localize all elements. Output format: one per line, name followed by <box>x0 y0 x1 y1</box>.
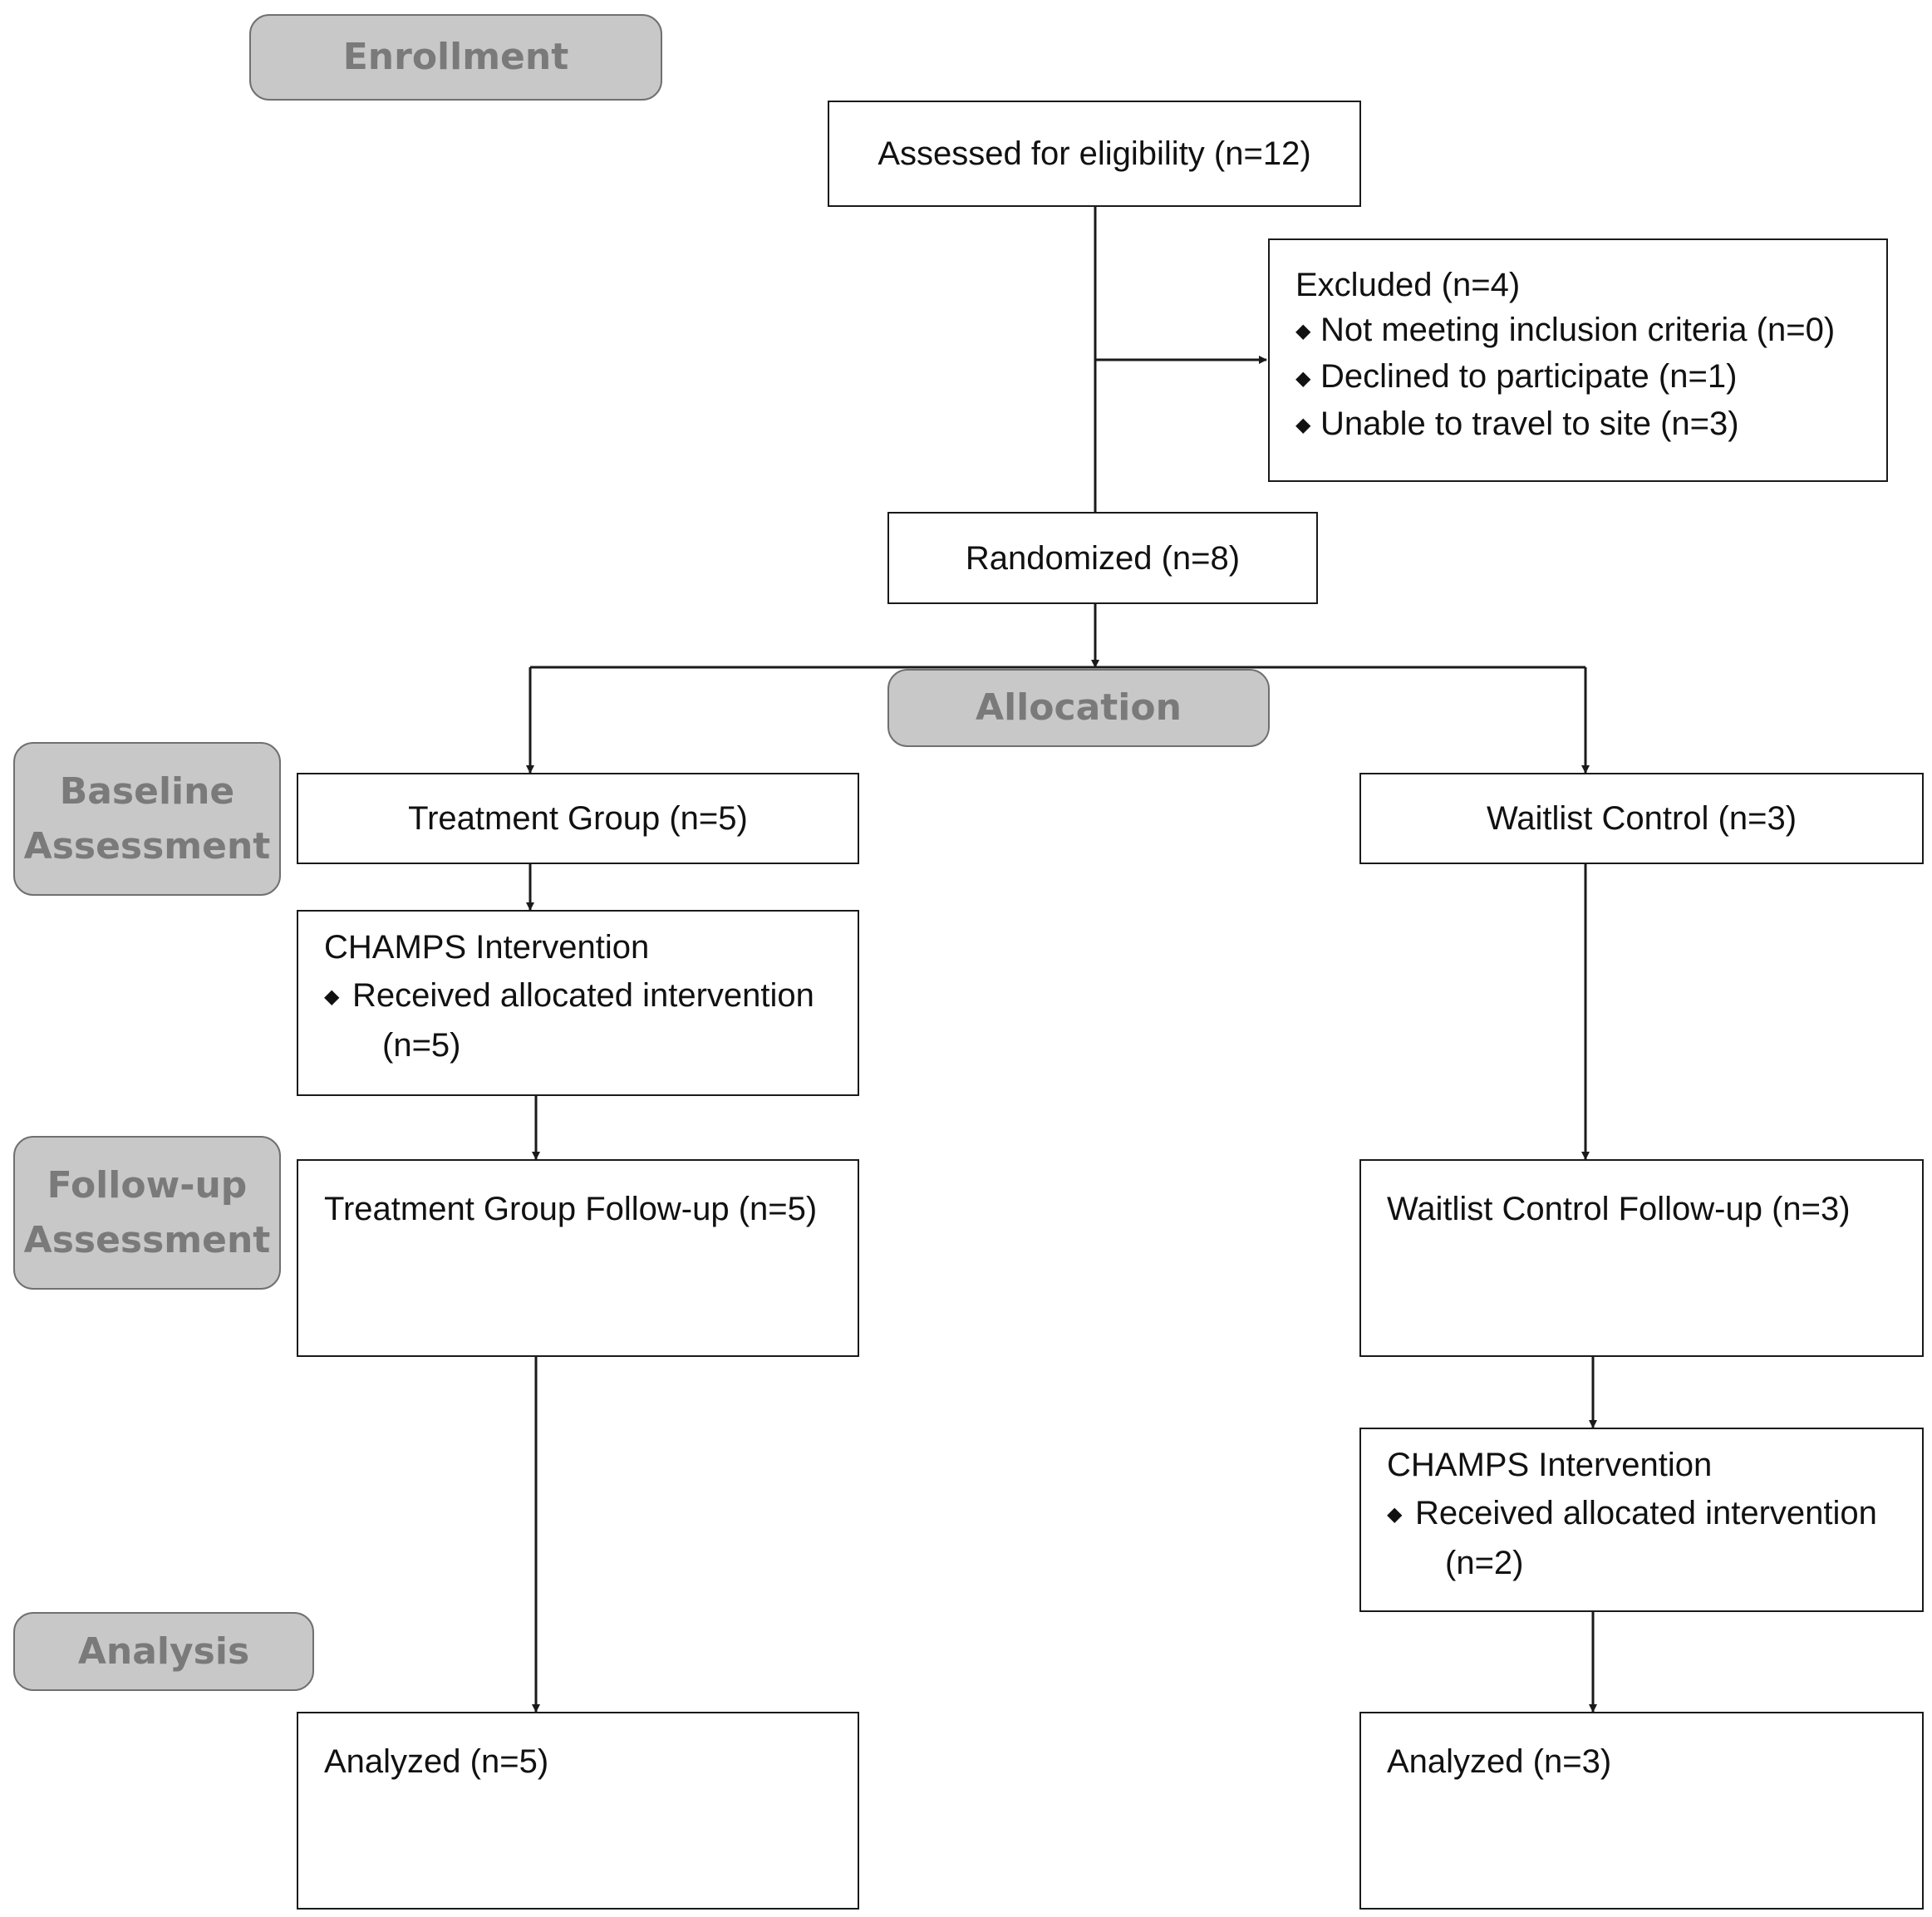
box-waitlist-control: Waitlist Control (n=3) <box>1359 773 1924 864</box>
excluded-reasons-list: ◆Not meeting inclusion criteria (n=0) ◆D… <box>1295 307 1886 448</box>
stage-enrollment: Enrollment <box>249 14 662 101</box>
waitlist-followup-text: Waitlist Control Follow-up (n=3) <box>1387 1191 1851 1227</box>
diamond-bullet-icon: ◆ <box>324 986 340 1009</box>
box-waitlist-intervention: CHAMPS Intervention ◆Received allocated … <box>1359 1428 1924 1612</box>
treatment-analyzed-text: Analyzed (n=5) <box>324 1743 549 1780</box>
waitlist-intervention-item: ◆Received allocated intervention <box>1387 1489 1922 1539</box>
diamond-bullet-icon: ◆ <box>1295 366 1311 390</box>
box-treatment-analyzed: Analyzed (n=5) <box>297 1712 859 1910</box>
stage-enrollment-label: Enrollment <box>342 36 569 78</box>
box-treatment-group: Treatment Group (n=5) <box>297 773 859 864</box>
stage-analysis-label: Analysis <box>77 1629 250 1673</box>
diamond-bullet-icon: ◆ <box>1295 414 1311 437</box>
treatment-followup-text: Treatment Group Follow-up (n=5) <box>324 1191 818 1227</box>
diamond-bullet-icon: ◆ <box>1387 1503 1403 1526</box>
stage-allocation: Allocation <box>887 669 1270 747</box>
waitlist-analyzed-text: Analyzed (n=3) <box>1387 1743 1612 1780</box>
assessed-text: Assessed for eligibility (n=12) <box>878 135 1311 172</box>
waitlist-intervention-count: (n=2) <box>1445 1545 1524 1582</box>
box-waitlist-followup: Waitlist Control Follow-up (n=3) <box>1359 1159 1924 1357</box>
waitlist-intervention-title: CHAMPS Intervention <box>1387 1447 1713 1483</box>
diamond-bullet-icon: ◆ <box>1295 320 1311 343</box>
excluded-title: Excluded (n=4) <box>1295 267 1521 303</box>
box-waitlist-analyzed: Analyzed (n=3) <box>1359 1712 1924 1910</box>
randomized-text: Randomized (n=8) <box>965 539 1241 577</box>
stage-baseline-line1: Baseline <box>59 769 235 813</box>
stage-followup-line1: Follow-up <box>47 1163 248 1207</box>
stage-followup-line2: Assessment <box>23 1218 271 1261</box>
excluded-reason-item: ◆Declined to participate (n=1) <box>1295 354 1886 401</box>
stage-allocation-label: Allocation <box>976 686 1182 729</box>
excluded-reason-item: ◆Unable to travel to site (n=3) <box>1295 401 1886 448</box>
excluded-reason-item: ◆Not meeting inclusion criteria (n=0) <box>1295 307 1886 354</box>
waitlist-control-text: Waitlist Control (n=3) <box>1486 800 1797 837</box>
treatment-intervention-count: (n=5) <box>382 1027 461 1064</box>
box-treatment-followup: Treatment Group Follow-up (n=5) <box>297 1159 859 1357</box>
box-excluded: Excluded (n=4) ◆Not meeting inclusion cr… <box>1268 238 1888 482</box>
treatment-intervention-title: CHAMPS Intervention <box>324 929 650 966</box>
box-treatment-intervention: CHAMPS Intervention ◆Received allocated … <box>297 910 859 1096</box>
treatment-intervention-item: ◆Received allocated intervention <box>324 971 858 1021</box>
box-randomized: Randomized (n=8) <box>887 512 1318 604</box>
stage-baseline-line2: Assessment <box>23 824 271 868</box>
box-assessed-eligibility: Assessed for eligibility (n=12) <box>828 101 1361 207</box>
stage-followup-assessment: Follow-up Assessment <box>13 1136 281 1290</box>
stage-baseline-assessment: Baseline Assessment <box>13 742 281 896</box>
treatment-group-text: Treatment Group (n=5) <box>408 800 748 837</box>
stage-analysis: Analysis <box>13 1612 314 1691</box>
